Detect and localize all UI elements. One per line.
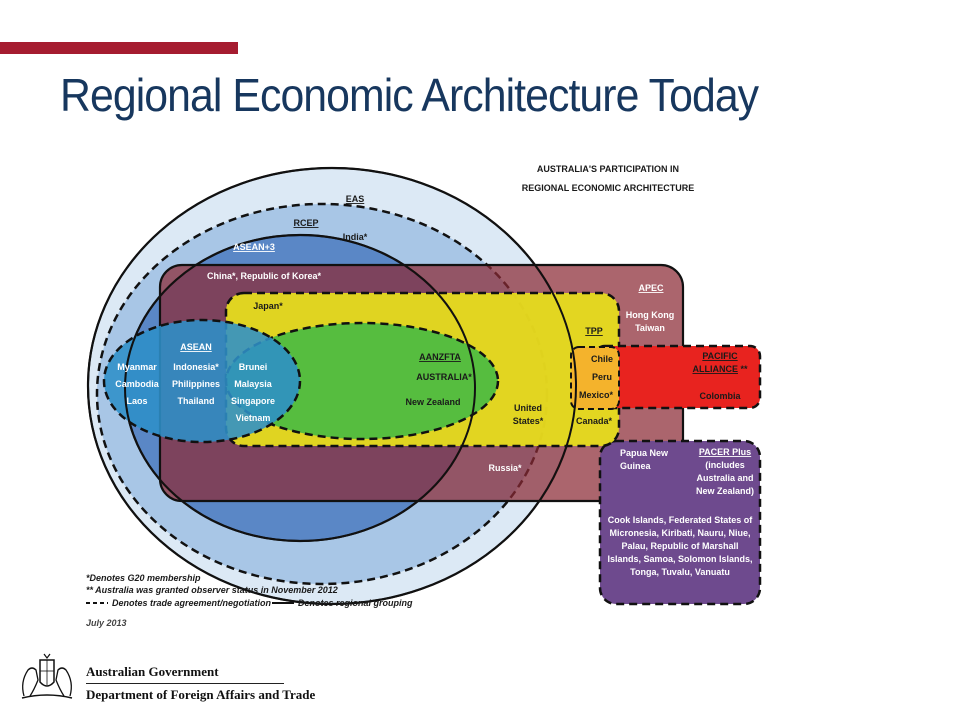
footer-divider [86, 683, 284, 684]
pacer-plus-member: Palau, Republic of Marshall [621, 541, 738, 551]
government-name: Australian Government [86, 664, 219, 679]
tpp-member: Mexico* [579, 390, 614, 400]
asean-member: Myanmar [117, 362, 157, 372]
png-label: Papua New [620, 448, 669, 458]
canada-label: Canada* [576, 416, 613, 426]
pacer-plus-note: Australia and [696, 473, 753, 483]
legend-date: July 2013 [86, 618, 127, 628]
australia-label: AUSTRALIA* [416, 372, 472, 382]
page-title: Regional Economic Architecture Today [60, 69, 759, 121]
apec-label: APEC [638, 283, 664, 293]
pacific-alliance-member: Colombia [699, 391, 741, 401]
tpp-label: TPP [585, 326, 603, 336]
legend-note-g20: *Denotes G20 membership [86, 573, 201, 583]
tpp-member: Peru [592, 372, 612, 382]
asean-label: ASEAN [180, 342, 212, 352]
pacific-alliance-label: PACIFIC [702, 351, 738, 361]
legend-note-observer: ** Australia was granted observer status… [86, 585, 338, 595]
legend-solid-label: Denotes regional grouping [298, 598, 413, 608]
pacer-plus-region [598, 439, 762, 606]
aanzfta-member: New Zealand [405, 397, 460, 407]
asean-member: Vietnam [236, 413, 271, 423]
asean-member: Cambodia [115, 379, 160, 389]
legend-dashed-label: Denotes trade agreement/negotiation [112, 598, 272, 608]
diagram-header-line1: AUSTRALIA'S PARTICIPATION IN [537, 164, 679, 174]
tpp-member: Chile [591, 354, 613, 364]
eas-member: India* [343, 232, 368, 242]
pacer-plus-note: (includes [705, 460, 745, 470]
pacer-plus-member: Islands, Samoa, Solomon Islands, [607, 554, 752, 564]
eas-outline [87, 167, 577, 605]
png-label: Guinea [620, 461, 652, 471]
asean-member: Indonesia* [173, 362, 219, 372]
japan-label: Japan* [253, 301, 283, 311]
asean-member: Philippines [172, 379, 220, 389]
pacific-alliance-region [593, 344, 762, 410]
tpp-region [570, 346, 620, 410]
government-footer: Australian Government Department of Fore… [86, 664, 315, 703]
pacific-alliance-label-line2: ALLIANCE ** [692, 364, 748, 374]
united-states-label: States* [513, 416, 544, 426]
asean-plus-3-label: ASEAN+3 [233, 242, 275, 252]
coat-of-arms-logo [21, 653, 73, 699]
asean-member: Singapore [231, 396, 275, 406]
pacer-plus-label: PACER Plus [699, 447, 751, 457]
asean-region [102, 318, 302, 444]
eas-label: EAS [346, 194, 365, 204]
rcep-label: RCEP [293, 218, 318, 228]
aanzfta-label: AANZFTA [419, 352, 461, 362]
russia-label: Russia* [488, 463, 522, 473]
pacer-plus-member: Cook Islands, Federated States of [608, 515, 754, 525]
pacer-plus-member: Tonga, Tuvalu, Vanuatu [630, 567, 730, 577]
legend: *Denotes G20 membership ** Australia was… [86, 573, 413, 628]
pacer-plus-note: New Zealand) [696, 486, 754, 496]
department-name: Department of Foreign Affairs and Trade [86, 687, 316, 702]
apec-member: Hong Kong [626, 310, 675, 320]
diagram-header-line2: REGIONAL ECONOMIC ARCHITECTURE [522, 183, 695, 193]
asean-member: Brunei [239, 362, 268, 372]
asean-member: Thailand [177, 396, 214, 406]
pacer-plus-member: Micronesia, Kiribati, Nauru, Niue, [609, 528, 750, 538]
asean-plus-3-member: China*, Republic of Korea* [207, 271, 322, 281]
united-states-label: United [514, 403, 542, 413]
apec-member: Taiwan [635, 323, 665, 333]
accent-bar [0, 42, 238, 54]
asean-member: Malaysia [234, 379, 273, 389]
asean-member: Laos [126, 396, 147, 406]
asean-plus-3-outline [124, 234, 476, 542]
